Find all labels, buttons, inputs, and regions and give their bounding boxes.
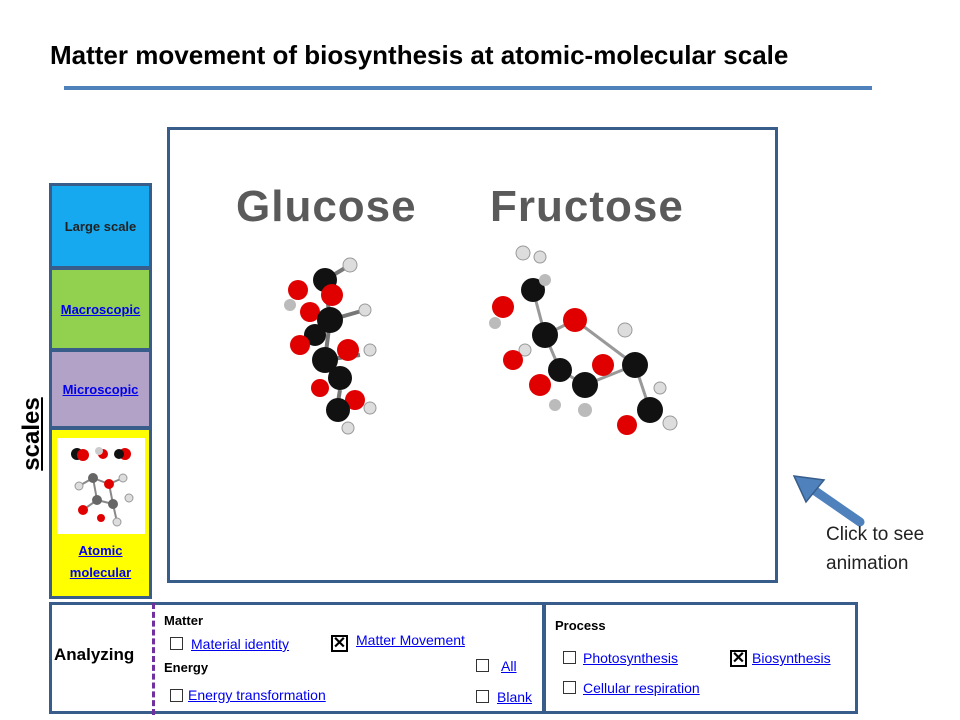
matter-movement-link[interactable]: Matter Movement	[356, 632, 465, 648]
animation-hint-line1: Click to see	[826, 524, 925, 545]
fructose-molecule-icon	[489, 245, 678, 435]
photosynthesis-checkbox[interactable]	[563, 651, 576, 664]
analyzing-panel: Analyzing Matter Material identity ✕ Mat…	[49, 602, 545, 715]
arrow-pointer-icon[interactable]	[790, 470, 870, 530]
page-title: Matter movement of biosynthesis at atomi…	[50, 40, 789, 70]
energy-transformation-checkbox[interactable]	[170, 689, 183, 702]
scale-large-label: Large scale	[64, 218, 137, 234]
checkmark-x-icon: ✕	[731, 649, 746, 667]
scale-large[interactable]: Large scale	[49, 183, 152, 269]
cellular-respiration-link[interactable]: Cellular respiration	[583, 680, 700, 696]
glucose-molecule-icon	[284, 257, 377, 435]
panel-divider	[152, 603, 155, 715]
energy-heading: Energy	[164, 660, 209, 675]
scale-microscopic-link[interactable]: Microscopic	[62, 381, 139, 397]
photosynthesis-link[interactable]: Photosynthesis	[583, 650, 678, 666]
matter-heading: Matter	[164, 613, 204, 628]
molecule-thumbnail-icon	[56, 438, 145, 534]
fructose-title: Fructose	[490, 182, 684, 231]
blank-link[interactable]: Blank	[497, 689, 533, 705]
scale-atomic-molecular[interactable]: Atomic molecular	[49, 427, 152, 599]
blank-checkbox[interactable]	[476, 690, 489, 703]
scales-vertical-label: scales	[18, 397, 45, 471]
biosynthesis-checkbox[interactable]: ✕	[730, 650, 747, 667]
material-identity-checkbox[interactable]	[170, 637, 183, 650]
process-panel: Process Photosynthesis ✕ Biosynthesis Ce…	[543, 602, 858, 714]
scale-microscopic[interactable]: Microscopic	[49, 349, 152, 429]
animation-hint-line2: animation	[826, 553, 909, 574]
all-link[interactable]: All	[501, 658, 517, 674]
scale-macroscopic[interactable]: Macroscopic	[49, 267, 152, 351]
scale-atomic-link-line2[interactable]: molecular	[69, 565, 132, 580]
analyzing-label: Analyzing	[54, 645, 135, 664]
molecule-viewer[interactable]: Glucose Fructose	[167, 127, 778, 583]
cellular-respiration-checkbox[interactable]	[563, 681, 576, 694]
material-identity-link[interactable]: Material identity	[191, 636, 290, 652]
checkmark-x-icon: ✕	[332, 634, 347, 652]
scale-macroscopic-link[interactable]: Macroscopic	[60, 301, 141, 317]
biosynthesis-link[interactable]: Biosynthesis	[752, 650, 831, 666]
matter-movement-checkbox[interactable]: ✕	[331, 635, 348, 652]
all-checkbox[interactable]	[476, 659, 489, 672]
process-heading: Process	[555, 618, 606, 633]
scale-atomic-link-line1[interactable]: Atomic	[78, 543, 123, 558]
glucose-title: Glucose	[236, 182, 417, 231]
title-underline	[64, 86, 872, 90]
animation-hint[interactable]: Click to see animation	[826, 520, 924, 578]
energy-transformation-link[interactable]: Energy transformation	[188, 687, 326, 703]
